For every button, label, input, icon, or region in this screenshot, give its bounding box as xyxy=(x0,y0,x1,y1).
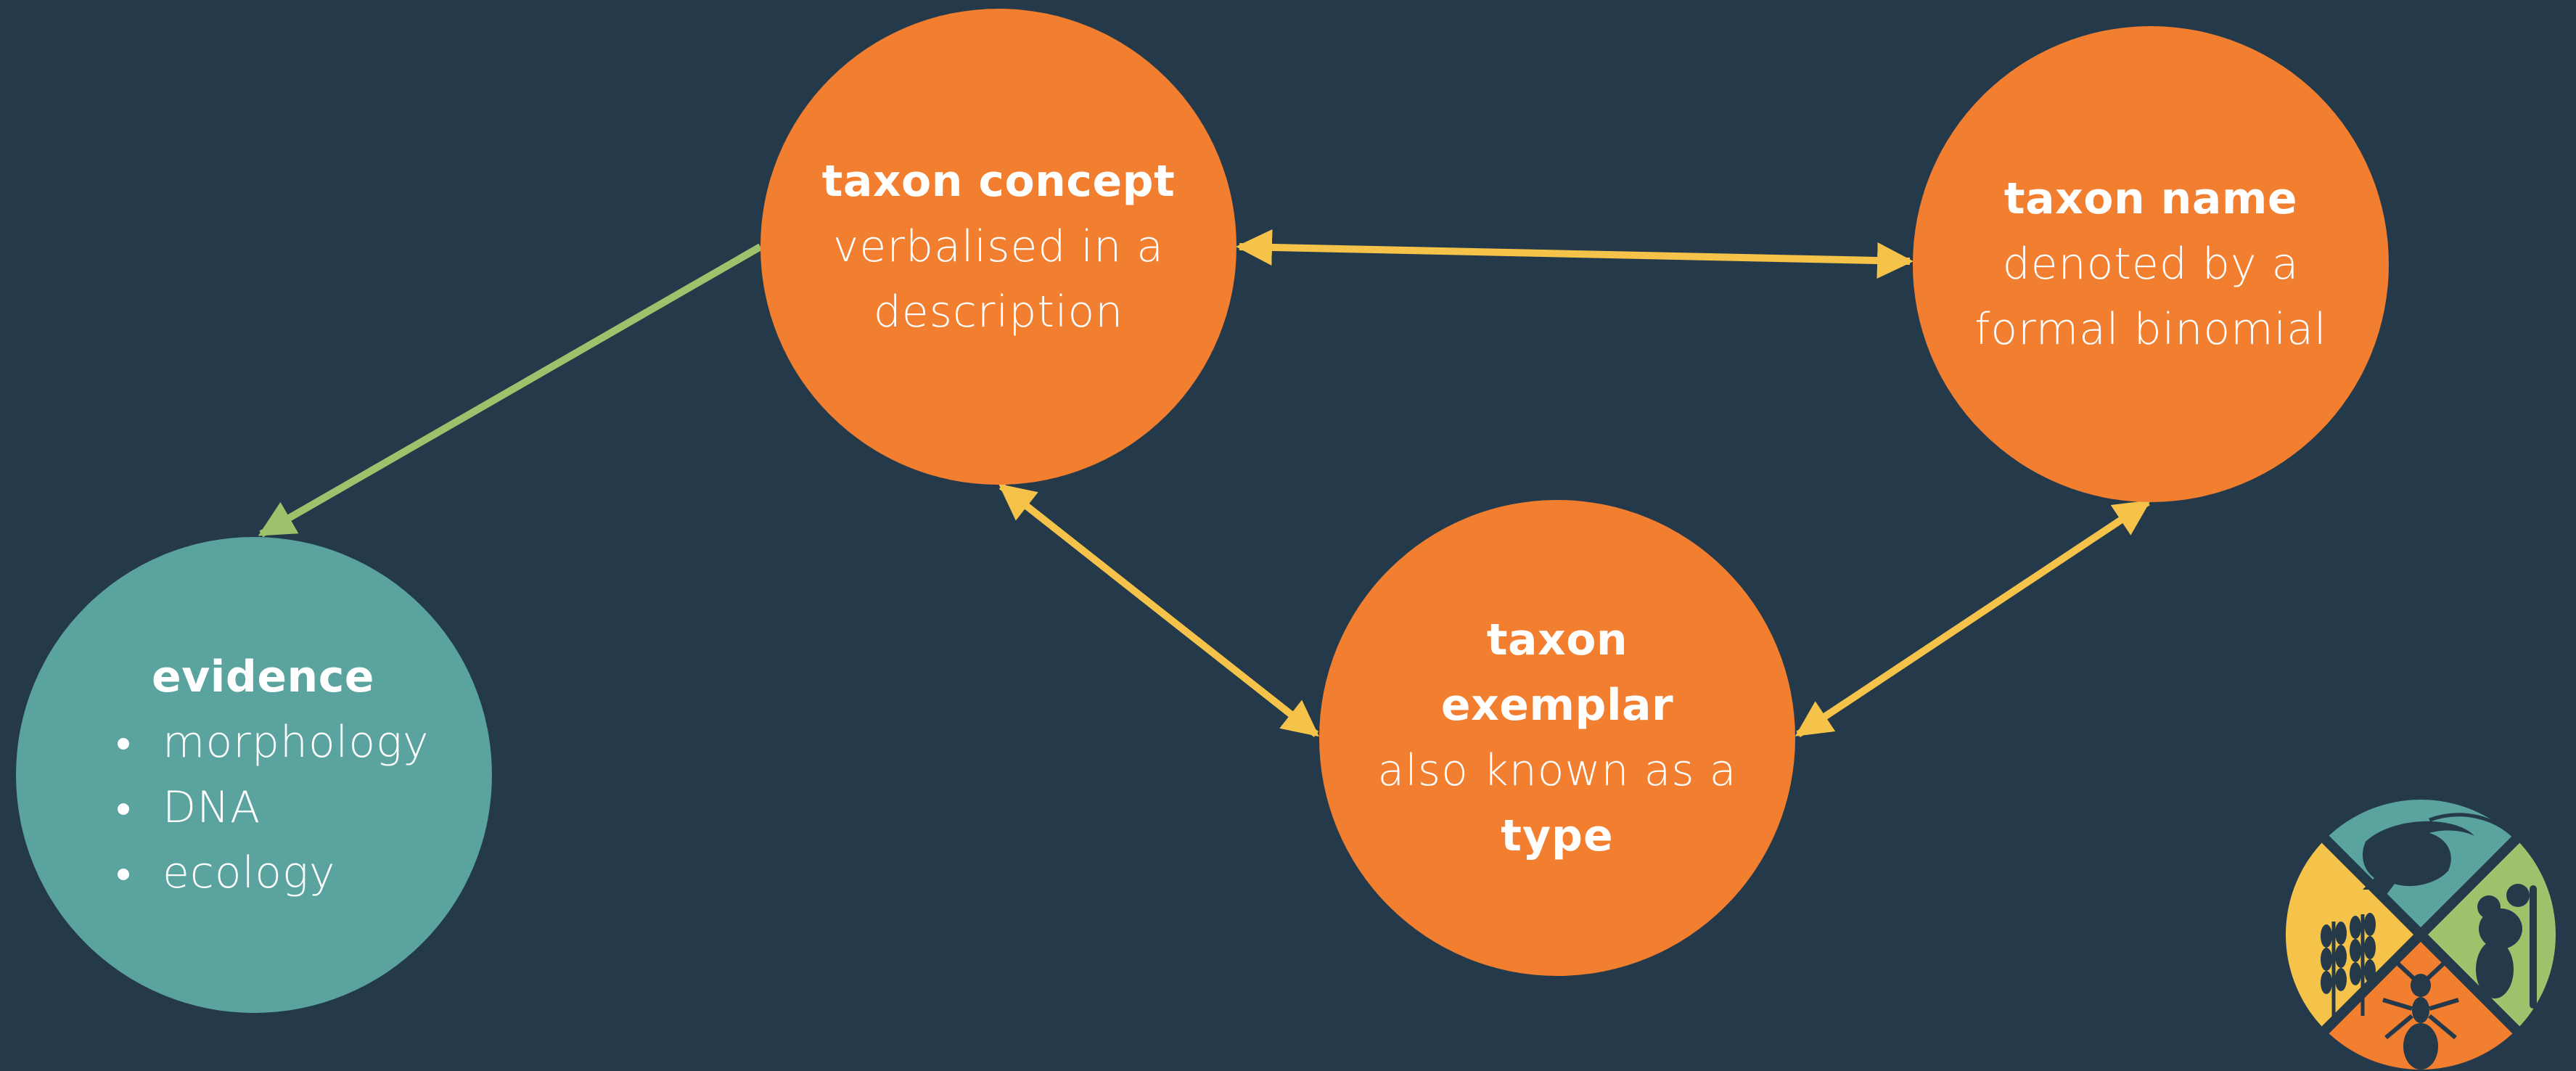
node-taxon-exemplar: taxon exemplar also known as a type xyxy=(1319,500,1795,976)
evidence-list-item: DNA xyxy=(109,775,430,840)
edge-concept-exemplar xyxy=(998,483,1319,737)
wheat-icon xyxy=(2321,913,2376,1023)
koala-icon xyxy=(2476,884,2537,1009)
evidence-list-item: morphology xyxy=(109,710,430,775)
ant-icon xyxy=(2382,957,2459,1070)
evidence-list-item: ecology xyxy=(109,840,430,906)
node-description-line: description xyxy=(873,287,1124,337)
edge-concept-name xyxy=(1236,229,1913,279)
edge-concept-evidence xyxy=(258,243,763,538)
node-description-line: verbalised in a xyxy=(832,221,1165,272)
node-description-line: also known as a xyxy=(1377,745,1737,796)
node-title: taxon name xyxy=(2003,173,2298,224)
node-taxon-name: taxon name denoted by a formal binomial xyxy=(1913,26,2389,502)
node-taxon-concept: taxon concept verbalised in a descriptio… xyxy=(760,9,1236,485)
shrimp-icon xyxy=(2363,813,2516,901)
node-title: taxon concept xyxy=(821,156,1176,207)
node-description-line: formal binomial xyxy=(1974,304,2327,355)
node-emphasis-word: type xyxy=(1501,811,1614,861)
node-title: evidence xyxy=(152,652,374,702)
node-evidence: evidence morphology DNA ecology xyxy=(16,537,492,1013)
edge-name-exemplar xyxy=(1794,498,2152,738)
biodiversity-logo-icon xyxy=(2286,800,2556,1070)
node-description-line: denoted by a xyxy=(2002,239,2300,290)
node-title: taxon exemplar xyxy=(1440,615,1674,731)
evidence-list: morphology DNA ecology xyxy=(109,710,430,906)
